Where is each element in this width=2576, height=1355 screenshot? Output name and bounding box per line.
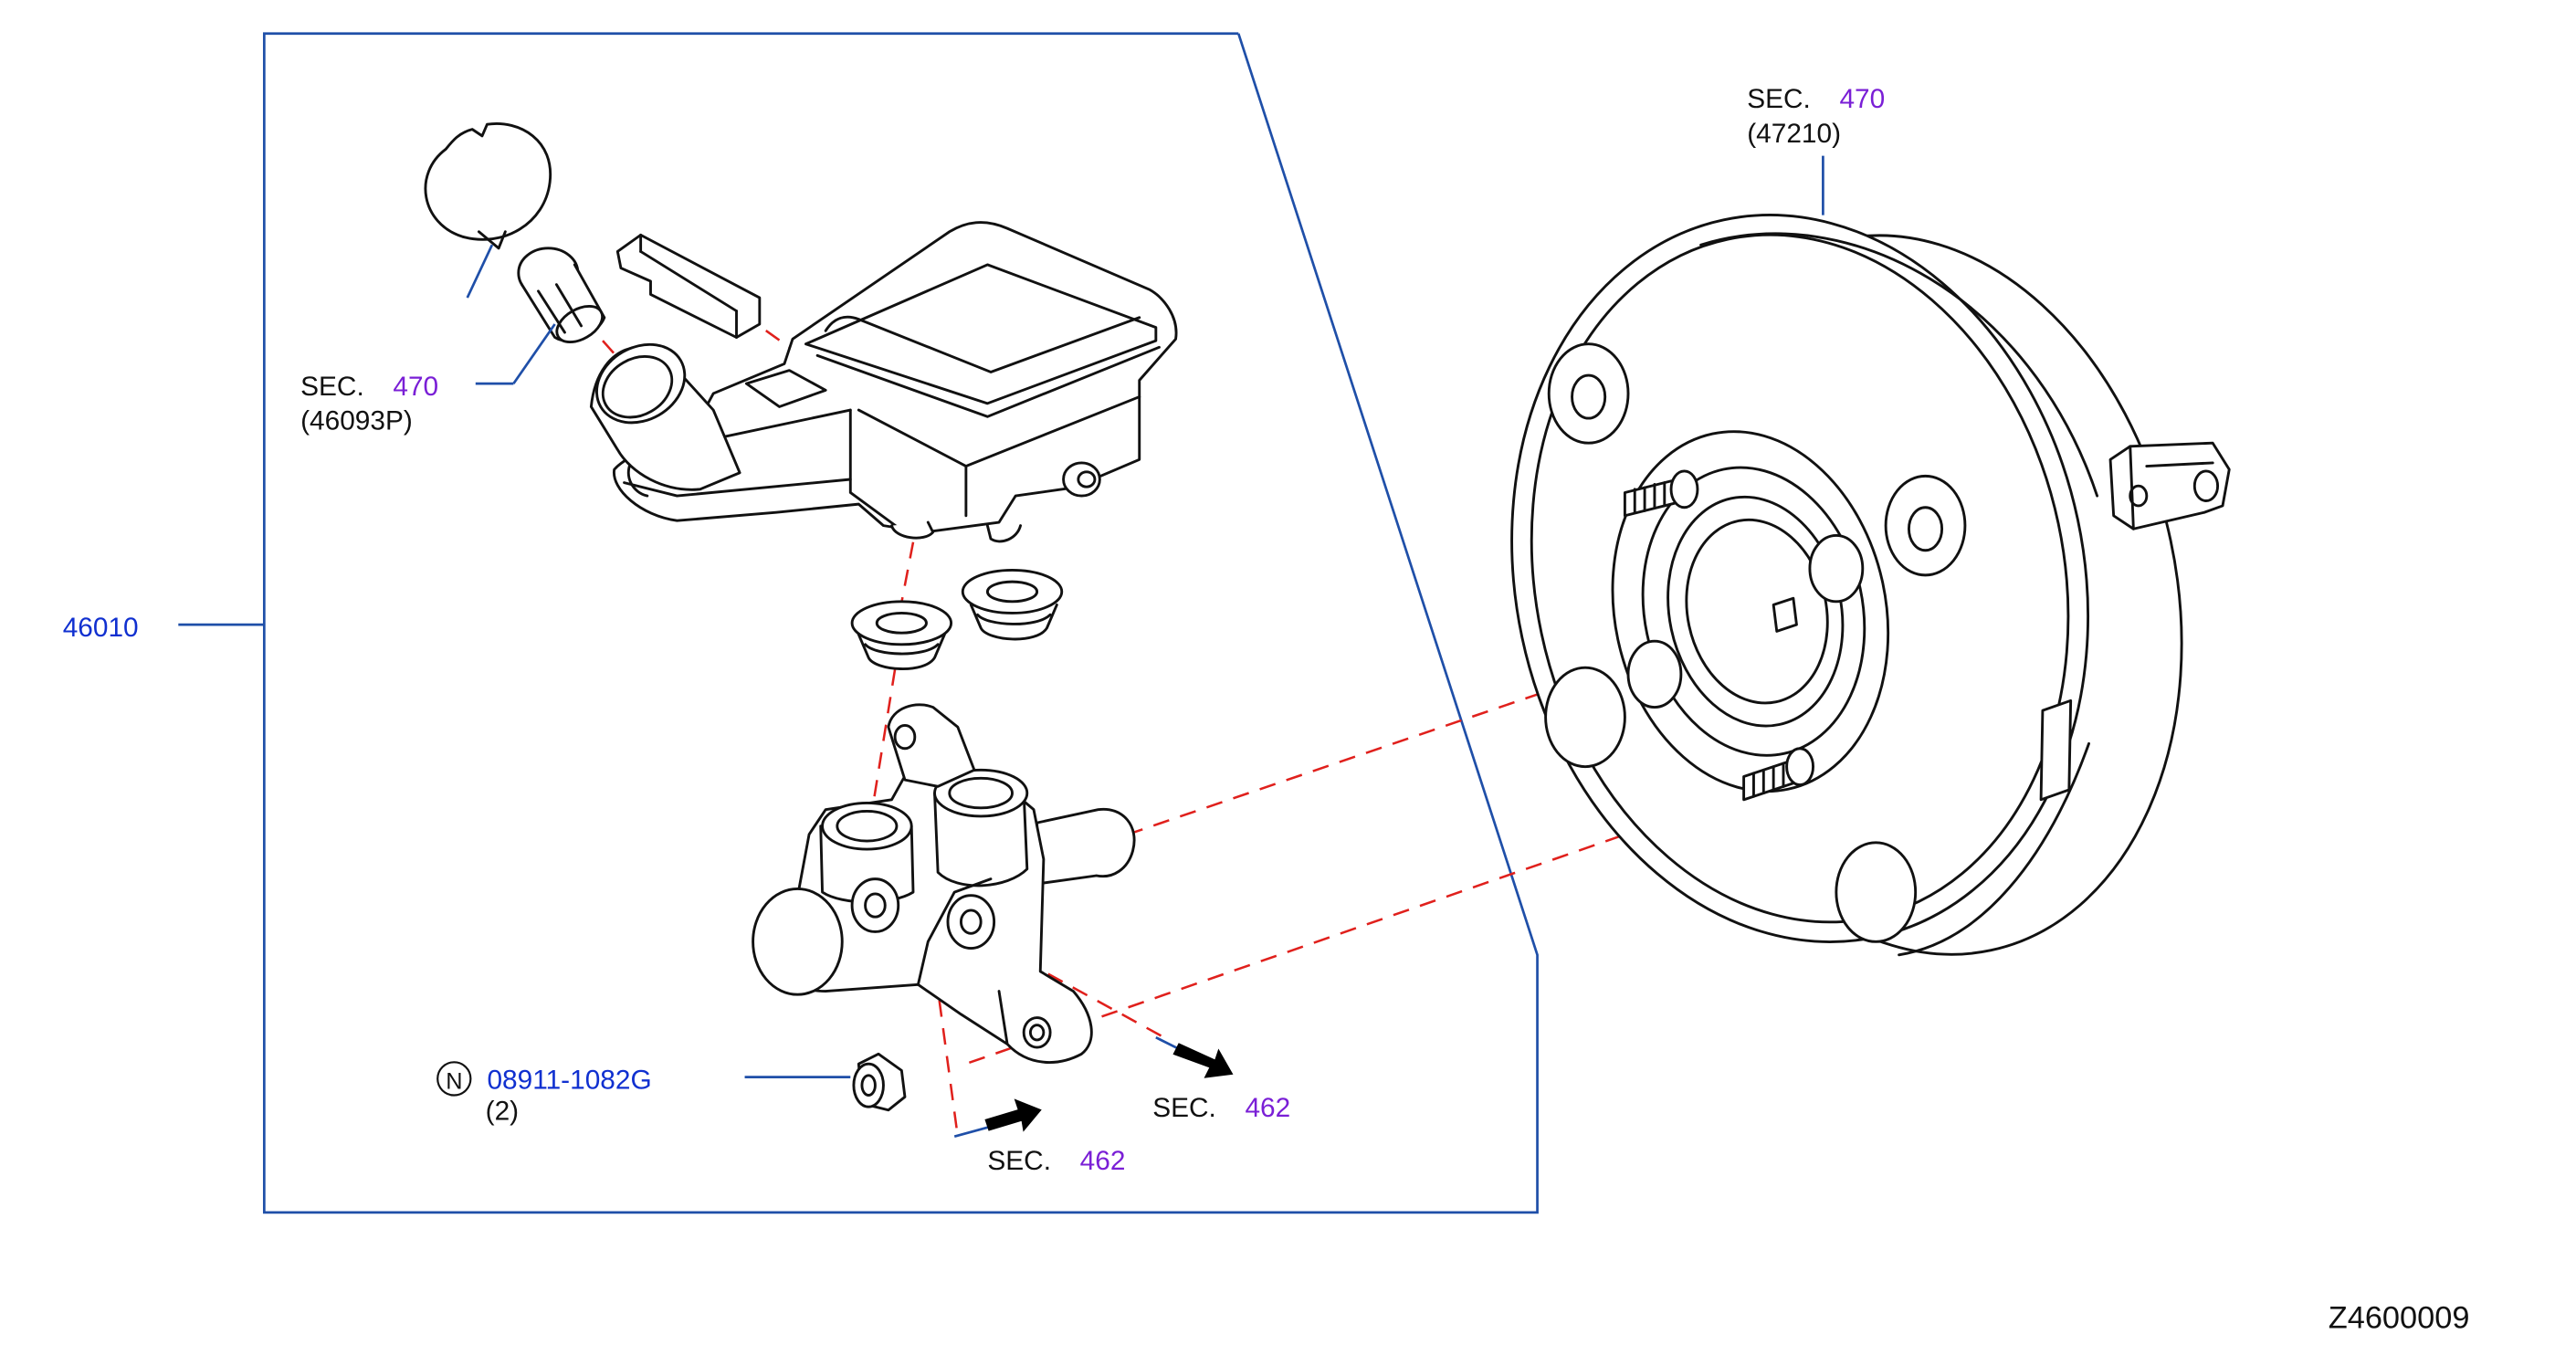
assembly-frame xyxy=(262,32,1539,1214)
brake-booster xyxy=(1510,155,2231,957)
nut-part-number[interactable]: 08911-1082G xyxy=(487,1065,651,1095)
nut-symbol: N xyxy=(446,1068,462,1094)
sec-bottom-label: SEC. 462 xyxy=(987,1146,1125,1176)
strainer-filter xyxy=(475,247,606,385)
sec-booster-label: SEC. 470 xyxy=(1747,84,1885,114)
reservoir-cap xyxy=(424,122,552,299)
reservoir-tank xyxy=(613,221,1178,543)
sec-booster-part: (47210) xyxy=(1747,119,1841,149)
sec-right-prefix: SEC. xyxy=(1152,1093,1216,1123)
sec-bottom-number[interactable]: 462 xyxy=(1080,1146,1126,1176)
sec-booster-number[interactable]: 470 xyxy=(1839,84,1885,114)
sec-cap-number[interactable]: 470 xyxy=(393,372,438,402)
mounting-nut xyxy=(744,1052,907,1112)
sec-bottom-prefix: SEC. xyxy=(987,1146,1051,1176)
arrow-right-sec xyxy=(1155,1036,1234,1078)
arrow-bottom-sec xyxy=(953,1098,1042,1139)
sec-right-number[interactable]: 462 xyxy=(1245,1093,1290,1123)
nut-symbol-circle xyxy=(436,1061,472,1097)
grommet-right xyxy=(961,569,1064,641)
sec-cap-label: SEC. 470 xyxy=(300,372,438,402)
sec-right-label: SEC. 462 xyxy=(1152,1093,1290,1123)
sec-booster-prefix: SEC. xyxy=(1747,84,1811,114)
drawing-id: Z4600009 xyxy=(2329,1300,2470,1335)
level-sensor-connector xyxy=(615,233,762,339)
sec-cap-prefix: SEC. xyxy=(300,372,364,402)
reservoir-neck xyxy=(589,342,741,491)
sec-cap-part: (46093P) xyxy=(300,406,413,436)
master-cylinder xyxy=(752,703,1136,1064)
grommet-left xyxy=(850,600,953,670)
nut-quantity: (2) xyxy=(486,1097,519,1127)
assembly-number[interactable]: 46010 xyxy=(63,613,139,643)
